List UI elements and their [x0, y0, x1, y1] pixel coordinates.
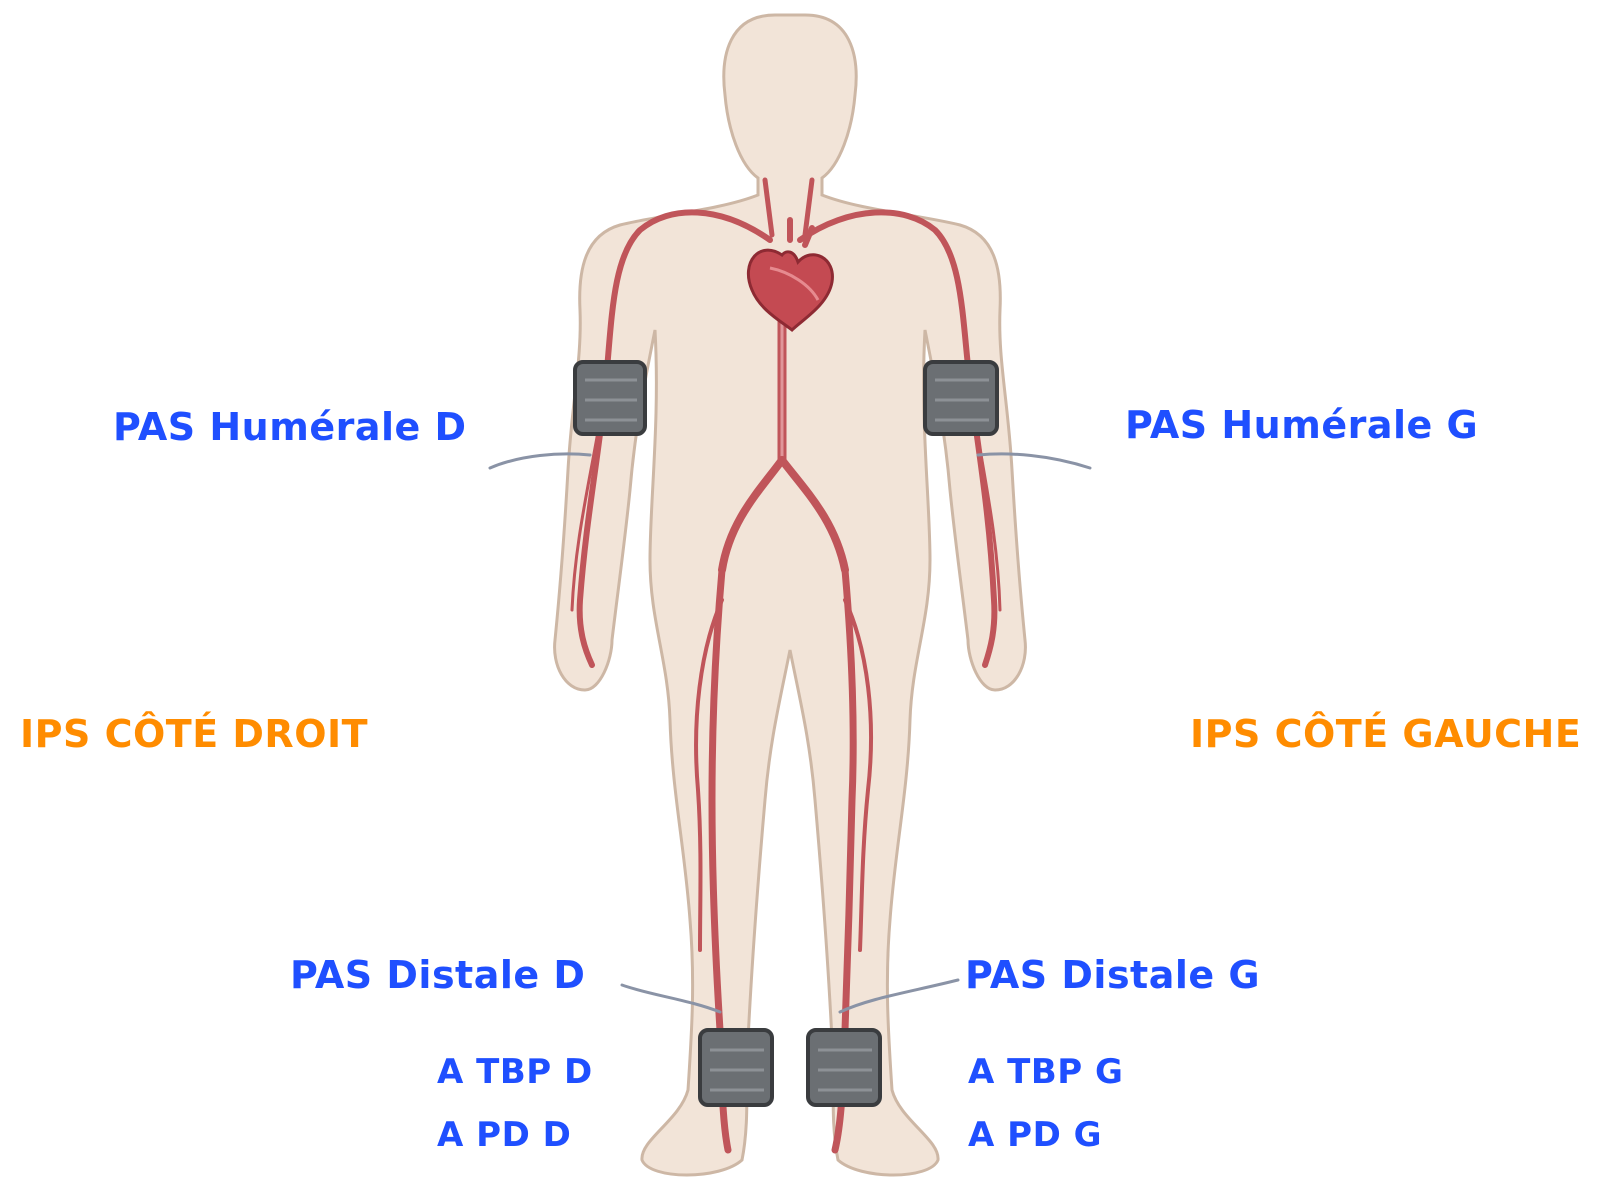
label-a-tbp-g: A TBP G — [968, 1052, 1123, 1092]
label-a-tbp-d: A TBP D — [437, 1052, 593, 1092]
label-pas-humerale-g: PAS Humérale G — [1125, 403, 1478, 447]
body-silhouette — [555, 15, 1026, 1175]
label-ips-cote-gauche: IPS CÔTÉ GAUCHE — [1190, 712, 1581, 756]
left-arm-cuff — [925, 362, 997, 434]
label-pas-distale-g: PAS Distale G — [965, 953, 1260, 997]
right-arm-cuff — [575, 362, 645, 434]
right-ankle-cuff — [700, 1030, 772, 1105]
label-a-pd-g: A PD G — [968, 1115, 1102, 1155]
label-a-pd-d: A PD D — [437, 1115, 571, 1155]
label-pas-distale-d: PAS Distale D — [290, 953, 585, 997]
left-ankle-cuff — [808, 1030, 880, 1105]
label-ips-cote-droit: IPS CÔTÉ DROIT — [20, 712, 368, 756]
label-pas-humerale-d: PAS Humérale D — [113, 405, 467, 449]
